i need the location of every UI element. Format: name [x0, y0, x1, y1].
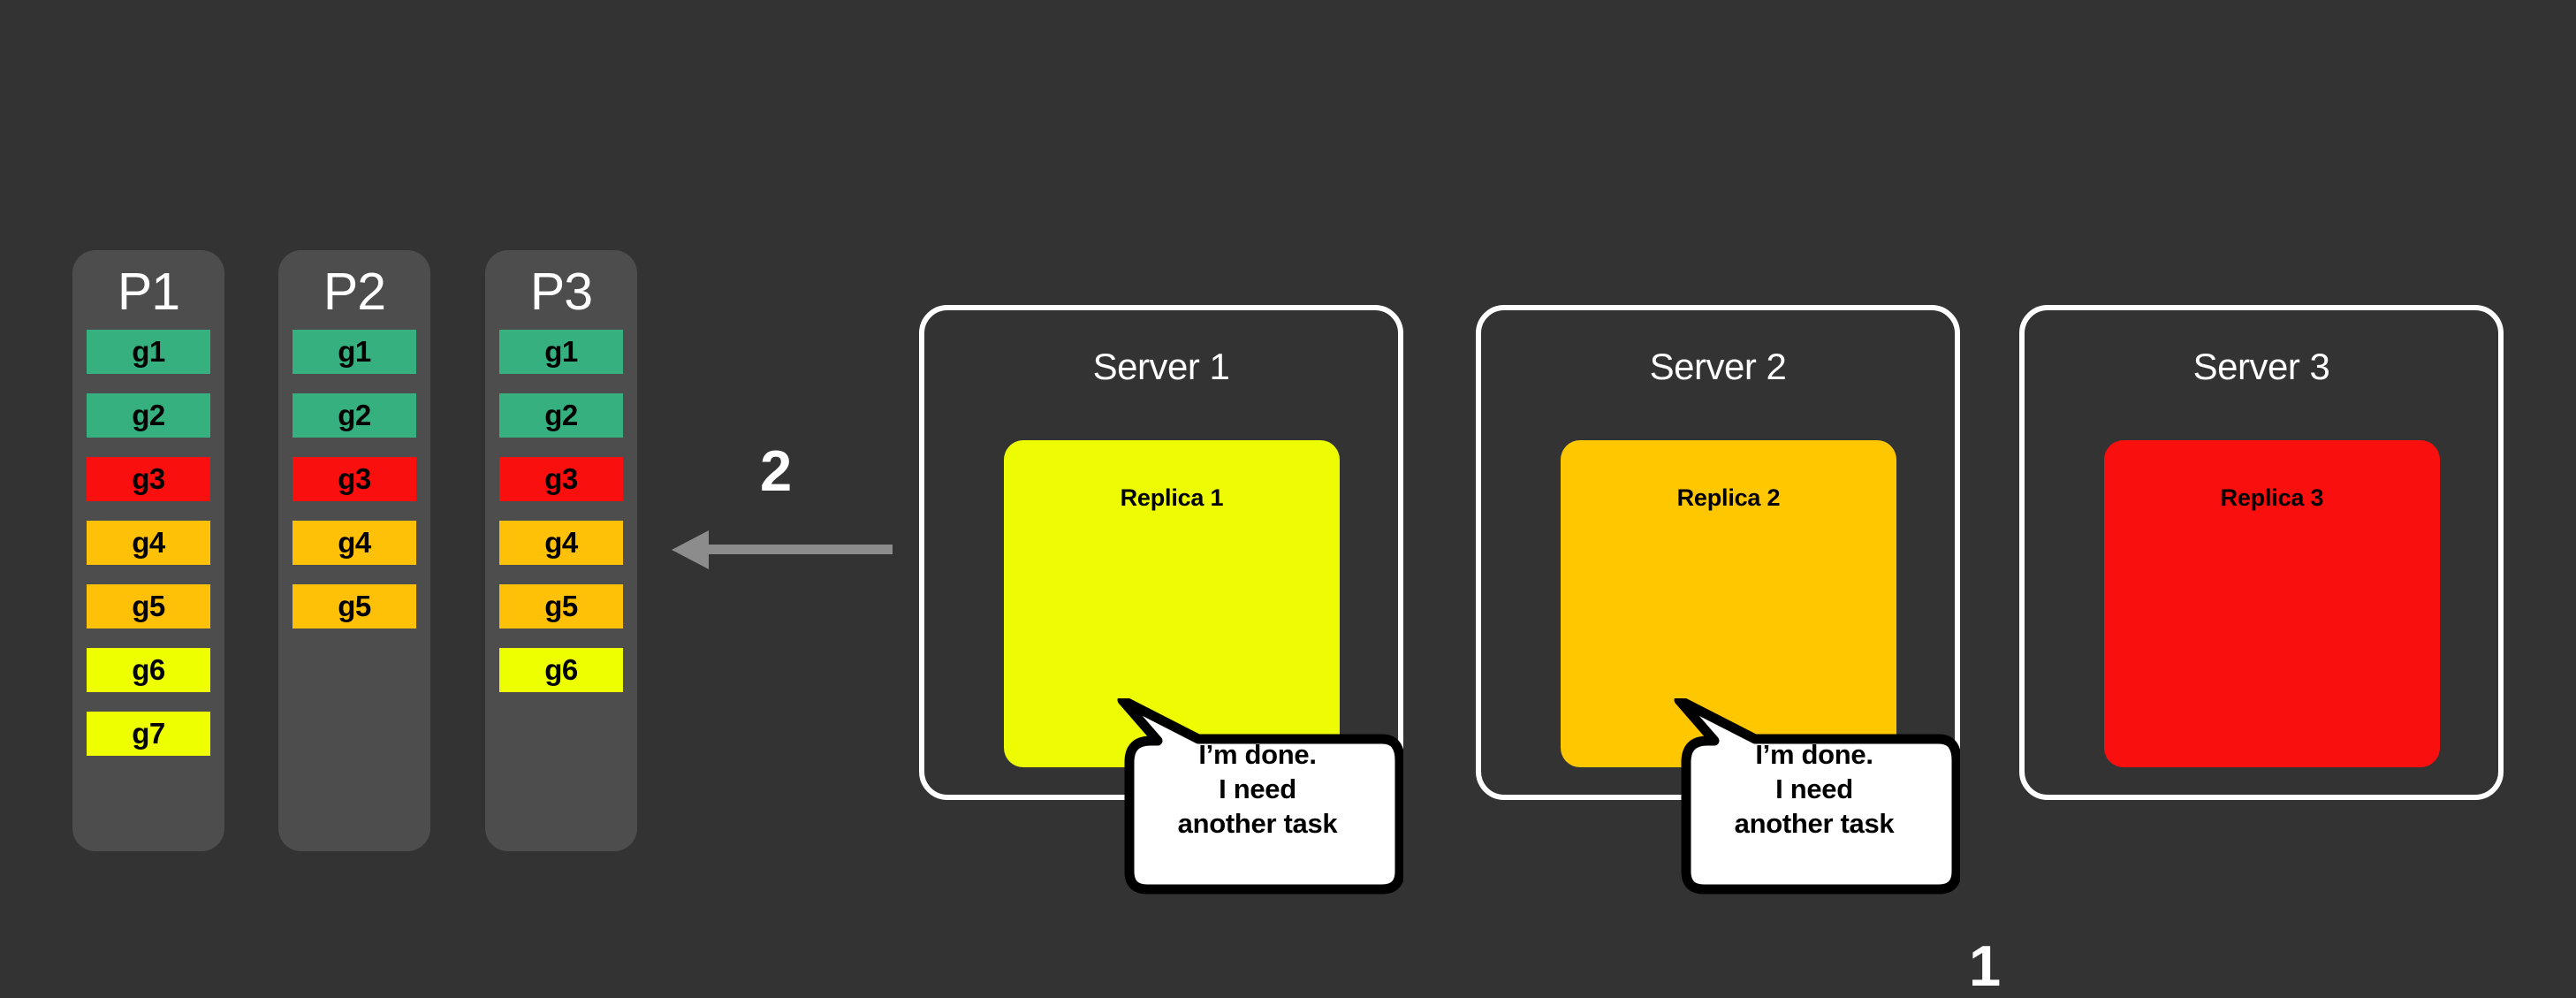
partition-label: P3 — [529, 263, 593, 321]
replica-box-3: Replica 3 — [2104, 440, 2440, 767]
replica-label: Replica 3 — [2220, 484, 2324, 511]
partition-label: P1 — [117, 263, 180, 321]
server-card-1: Server 1 Replica 1 — [919, 305, 1403, 800]
partition-cell: g1 — [293, 330, 416, 375]
partition-cell-label: g3 — [338, 462, 371, 496]
partition-column-p1: P1 g1 g2 g3 g4 g5 g6 g7 — [72, 250, 224, 851]
partition-cell-label: g2 — [132, 399, 165, 432]
partition-cell: g4 — [499, 521, 623, 566]
partition-cell: g7 — [87, 712, 210, 757]
partition-cell-label: g4 — [132, 526, 165, 560]
partition-cell: g5 — [87, 584, 210, 629]
partition-cell-label: g4 — [544, 526, 578, 560]
partition-cell: g2 — [293, 393, 416, 438]
partition-cell-label: g5 — [338, 590, 371, 623]
partition-cell-stack: g1 g2 g3 g4 g5 — [278, 330, 430, 629]
replica-label: Replica 2 — [1676, 484, 1781, 511]
partition-cell: g4 — [293, 521, 416, 566]
flow-step-1-label: 1 — [1969, 933, 2002, 998]
partition-cell-label: g5 — [132, 590, 165, 623]
partition-cell: g5 — [293, 584, 416, 629]
partition-column-p2: P2 g1 g2 g3 g4 g5 — [278, 250, 430, 851]
partition-cell: g3 — [87, 457, 210, 502]
partition-cell-label: g1 — [544, 335, 578, 369]
partition-cell: g2 — [87, 393, 210, 438]
speech-bubble-shape — [1674, 698, 1960, 895]
partition-cell-label: g6 — [544, 653, 578, 687]
partition-cell: g1 — [499, 330, 623, 375]
partition-cell-label: g2 — [338, 399, 371, 432]
partition-cell-label: g6 — [132, 653, 165, 687]
speech-bubble-server-1: I’m done. I need another task — [1112, 698, 1403, 895]
partition-cell: g1 — [87, 330, 210, 375]
server-title: Server 2 — [1649, 346, 1787, 387]
flow-step-2-label: 2 — [760, 438, 793, 503]
replica-label: Replica 1 — [1120, 484, 1224, 511]
partition-label: P2 — [323, 263, 386, 321]
speech-bubble-shape — [1117, 698, 1403, 895]
partition-column-p3: P3 g1 g2 g3 g4 g5 g6 — [485, 250, 637, 851]
speech-bubble-server-2: I’m done. I need another task — [1668, 698, 1960, 895]
partition-cell-label: g1 — [338, 335, 371, 369]
partition-cell: g2 — [499, 393, 623, 438]
replica-box-1: Replica 1 — [1004, 440, 1340, 767]
replica-box-2: Replica 2 — [1561, 440, 1896, 767]
speech-bubble-text: I’m done. I need another task — [1734, 739, 1895, 840]
partition-cell-label: g3 — [132, 462, 165, 496]
arrow-left-icon — [672, 530, 893, 569]
partition-cell-label: g5 — [544, 590, 578, 623]
server-card-3: Server 3 Replica 3 — [2019, 305, 2504, 800]
server-title: Server 1 — [1092, 346, 1230, 387]
partition-cell: g4 — [87, 521, 210, 566]
partition-cell: g3 — [293, 457, 416, 502]
partition-cell-label: g1 — [132, 335, 165, 369]
server-title: Server 3 — [2192, 346, 2330, 387]
speech-bubble-text: I’m done. I need another task — [1177, 739, 1338, 840]
partition-cell: g5 — [499, 584, 623, 629]
partition-cell-label: g3 — [544, 462, 578, 496]
partition-cell: g3 — [499, 457, 623, 502]
flow-arrow-group: 2 — [672, 442, 901, 583]
partition-cell-label: g4 — [338, 526, 371, 560]
partition-cell: g6 — [87, 648, 210, 693]
partition-cell: g6 — [499, 648, 623, 693]
partition-cell-label: g7 — [132, 717, 165, 750]
partition-cell-stack: g1 g2 g3 g4 g5 g6 g7 — [72, 330, 224, 757]
partition-cell-label: g2 — [544, 399, 578, 432]
partition-cell-stack: g1 g2 g3 g4 g5 g6 — [485, 330, 637, 693]
